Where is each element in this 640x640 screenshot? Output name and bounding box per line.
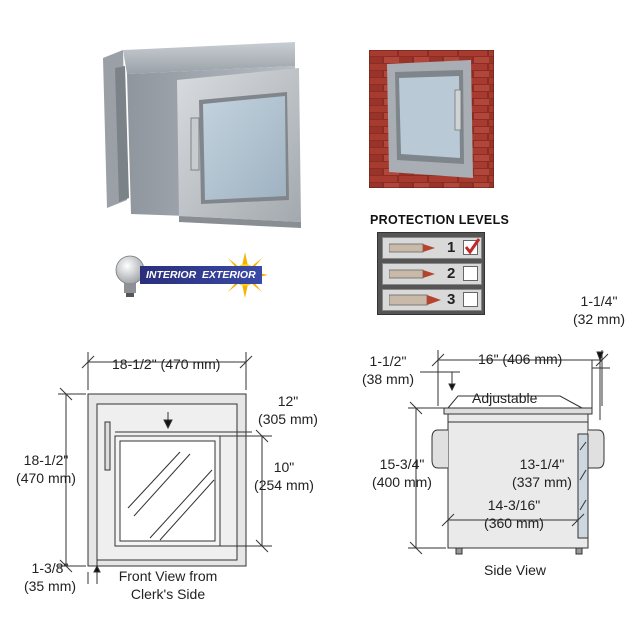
protection-level-number: 3 xyxy=(447,291,456,308)
flange-dimension-mm: (35 mm) xyxy=(23,578,77,594)
right-offset-dimension: 1-1/4" xyxy=(580,293,618,309)
front-view-caption-line1: Front View from xyxy=(118,568,218,584)
exterior-label: EXTERIOR xyxy=(202,269,256,281)
inner-depth-dimension-mm: (360 mm) xyxy=(484,515,544,531)
wall-photo xyxy=(369,50,494,188)
checkmark-icon xyxy=(464,238,481,255)
window-height-dimension-mm: (254 mm) xyxy=(254,477,314,493)
side-height-dimension-mm: (400 mm) xyxy=(372,474,432,490)
protection-levels-title: PROTECTION LEVELS xyxy=(370,213,510,227)
protection-level-checkbox xyxy=(463,266,478,281)
protection-level-checkbox xyxy=(463,292,478,307)
window-height-dimension: 10" xyxy=(273,459,295,475)
front-height-dimension-mm: (470 mm) xyxy=(16,470,76,486)
front-view-caption: Front View from Clerk's Side xyxy=(100,567,236,603)
protection-level-row: 1 xyxy=(382,237,482,259)
interior-label: INTERIOR xyxy=(146,269,197,281)
inner-height-dimension: 13-1/4" xyxy=(519,456,565,472)
protection-level-row: 2 xyxy=(382,263,482,285)
protection-level-row: 3 xyxy=(382,289,482,311)
front-view-caption-line2: Clerk's Side xyxy=(130,586,206,602)
bullet-icon xyxy=(389,294,441,306)
window-width-dimension: 12" xyxy=(277,393,299,409)
adjustable-label: Adjustable xyxy=(472,390,538,406)
bullet-icon xyxy=(389,243,435,253)
front-height-dimension: 18-1/2" xyxy=(23,452,69,468)
protection-level-number: 2 xyxy=(447,265,456,282)
front-view-drawing xyxy=(58,352,272,584)
product-photo xyxy=(103,42,301,228)
flange-dimension: 1-3/8" xyxy=(31,560,69,576)
side-depth-dimension: 16" (406 mm) xyxy=(478,351,563,367)
side-view-drawing xyxy=(408,350,610,555)
inner-height-dimension-mm: (337 mm) xyxy=(512,474,572,490)
side-height-dimension: 15-3/4" xyxy=(379,456,425,472)
protection-level-checkbox xyxy=(463,238,481,255)
inner-depth-dimension: 14-3/16" xyxy=(487,497,541,513)
front-width-dimension: 18-1/2" (470 mm) xyxy=(112,356,221,372)
interior-exterior-badge: INTERIOR EXTERIOR xyxy=(140,266,262,284)
window-width-dimension-mm: (305 mm) xyxy=(258,411,318,427)
protection-level-number: 1 xyxy=(447,239,456,256)
right-offset-dimension-mm: (32 mm) xyxy=(572,311,626,327)
side-view-caption: Side View xyxy=(483,562,546,578)
top-offset-dimension: 1-1/2" xyxy=(369,353,407,369)
protection-levels-panel: 1 2 3 xyxy=(377,232,485,315)
top-offset-dimension-mm: (38 mm) xyxy=(361,371,415,387)
bullet-icon xyxy=(389,269,435,279)
